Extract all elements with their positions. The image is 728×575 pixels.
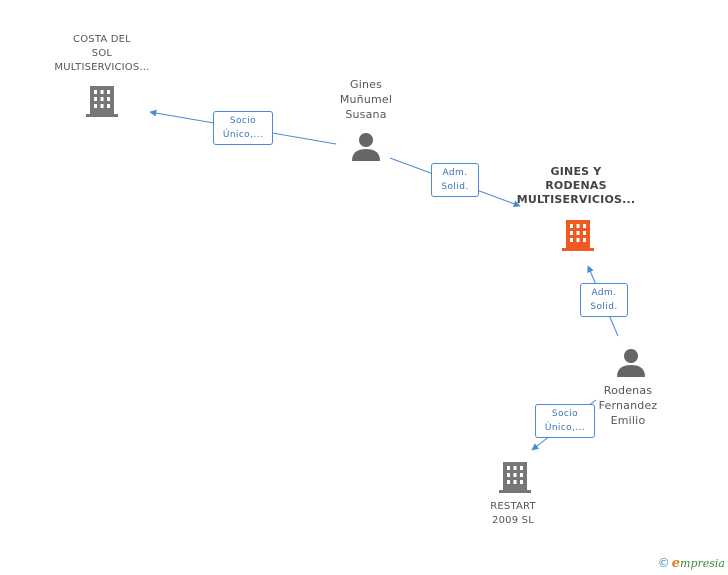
node-label-restart-2009[interactable]: RESTART 2009 SL <box>463 500 563 528</box>
node-label-rodenas-fernandez-emilio[interactable]: Rodenas Fernandez Emilio <box>578 383 678 428</box>
node-label-line: RESTART <box>490 501 536 512</box>
edge-label-line: Socio <box>551 409 579 419</box>
node-label-line: Muñumel <box>339 93 393 106</box>
edge-label-line: Único,... <box>544 423 586 433</box>
copyright-symbol: © <box>657 556 670 570</box>
building-icon <box>86 86 118 117</box>
node-label-costa-del-sol[interactable]: COSTA DEL SOL MULTISERVICIOS... <box>32 33 172 75</box>
empresia-logo: ©empresia <box>658 556 725 571</box>
building-icon <box>562 220 594 251</box>
node-label-line: Fernandez <box>598 399 658 412</box>
node-label-line: Gines <box>349 78 383 91</box>
node-label-line: MULTISERVICIOS... <box>54 62 150 73</box>
node-label-gines-y-rodenas[interactable]: GINES Y RODENAS MULTISERVICIOS... <box>506 165 646 207</box>
brand-name: mpresia <box>680 557 725 570</box>
node-label-line: Rodenas <box>603 384 653 397</box>
edge-label-line: Socio <box>229 116 257 126</box>
node-label-line: Susana <box>345 108 387 121</box>
edge-label-adm-solid[interactable]: Adm. Solid. <box>580 283 628 317</box>
node-label-line: RODENAS <box>545 179 607 192</box>
node-label-line: MULTISERVICIOS... <box>516 193 636 206</box>
person-icon <box>617 349 645 377</box>
edge-label-line: Adm. <box>591 288 617 298</box>
brand-initial: e <box>671 556 681 571</box>
edge-label-line: Adm. <box>442 168 468 178</box>
edge-label-line: Único,... <box>222 130 264 140</box>
edge-label-line: Solid. <box>590 302 618 312</box>
person-icon <box>352 133 380 161</box>
edge-label-line: Solid. <box>441 182 469 192</box>
node-label-line: 2009 SL <box>492 515 534 526</box>
edge-label-adm-solid[interactable]: Adm. Solid. <box>431 163 479 197</box>
building-icon <box>499 462 531 493</box>
node-label-line: GINES Y <box>550 165 602 178</box>
node-label-gines-munumel-susana[interactable]: Gines Muñumel Susana <box>316 77 416 122</box>
node-label-line: COSTA DEL <box>73 34 131 45</box>
edge-label-socio-unico[interactable]: Socio Único,... <box>535 404 595 438</box>
edge-label-socio-unico[interactable]: Socio Único,... <box>213 111 273 145</box>
node-label-line: Emilio <box>610 414 646 427</box>
node-label-line: SOL <box>91 48 113 59</box>
